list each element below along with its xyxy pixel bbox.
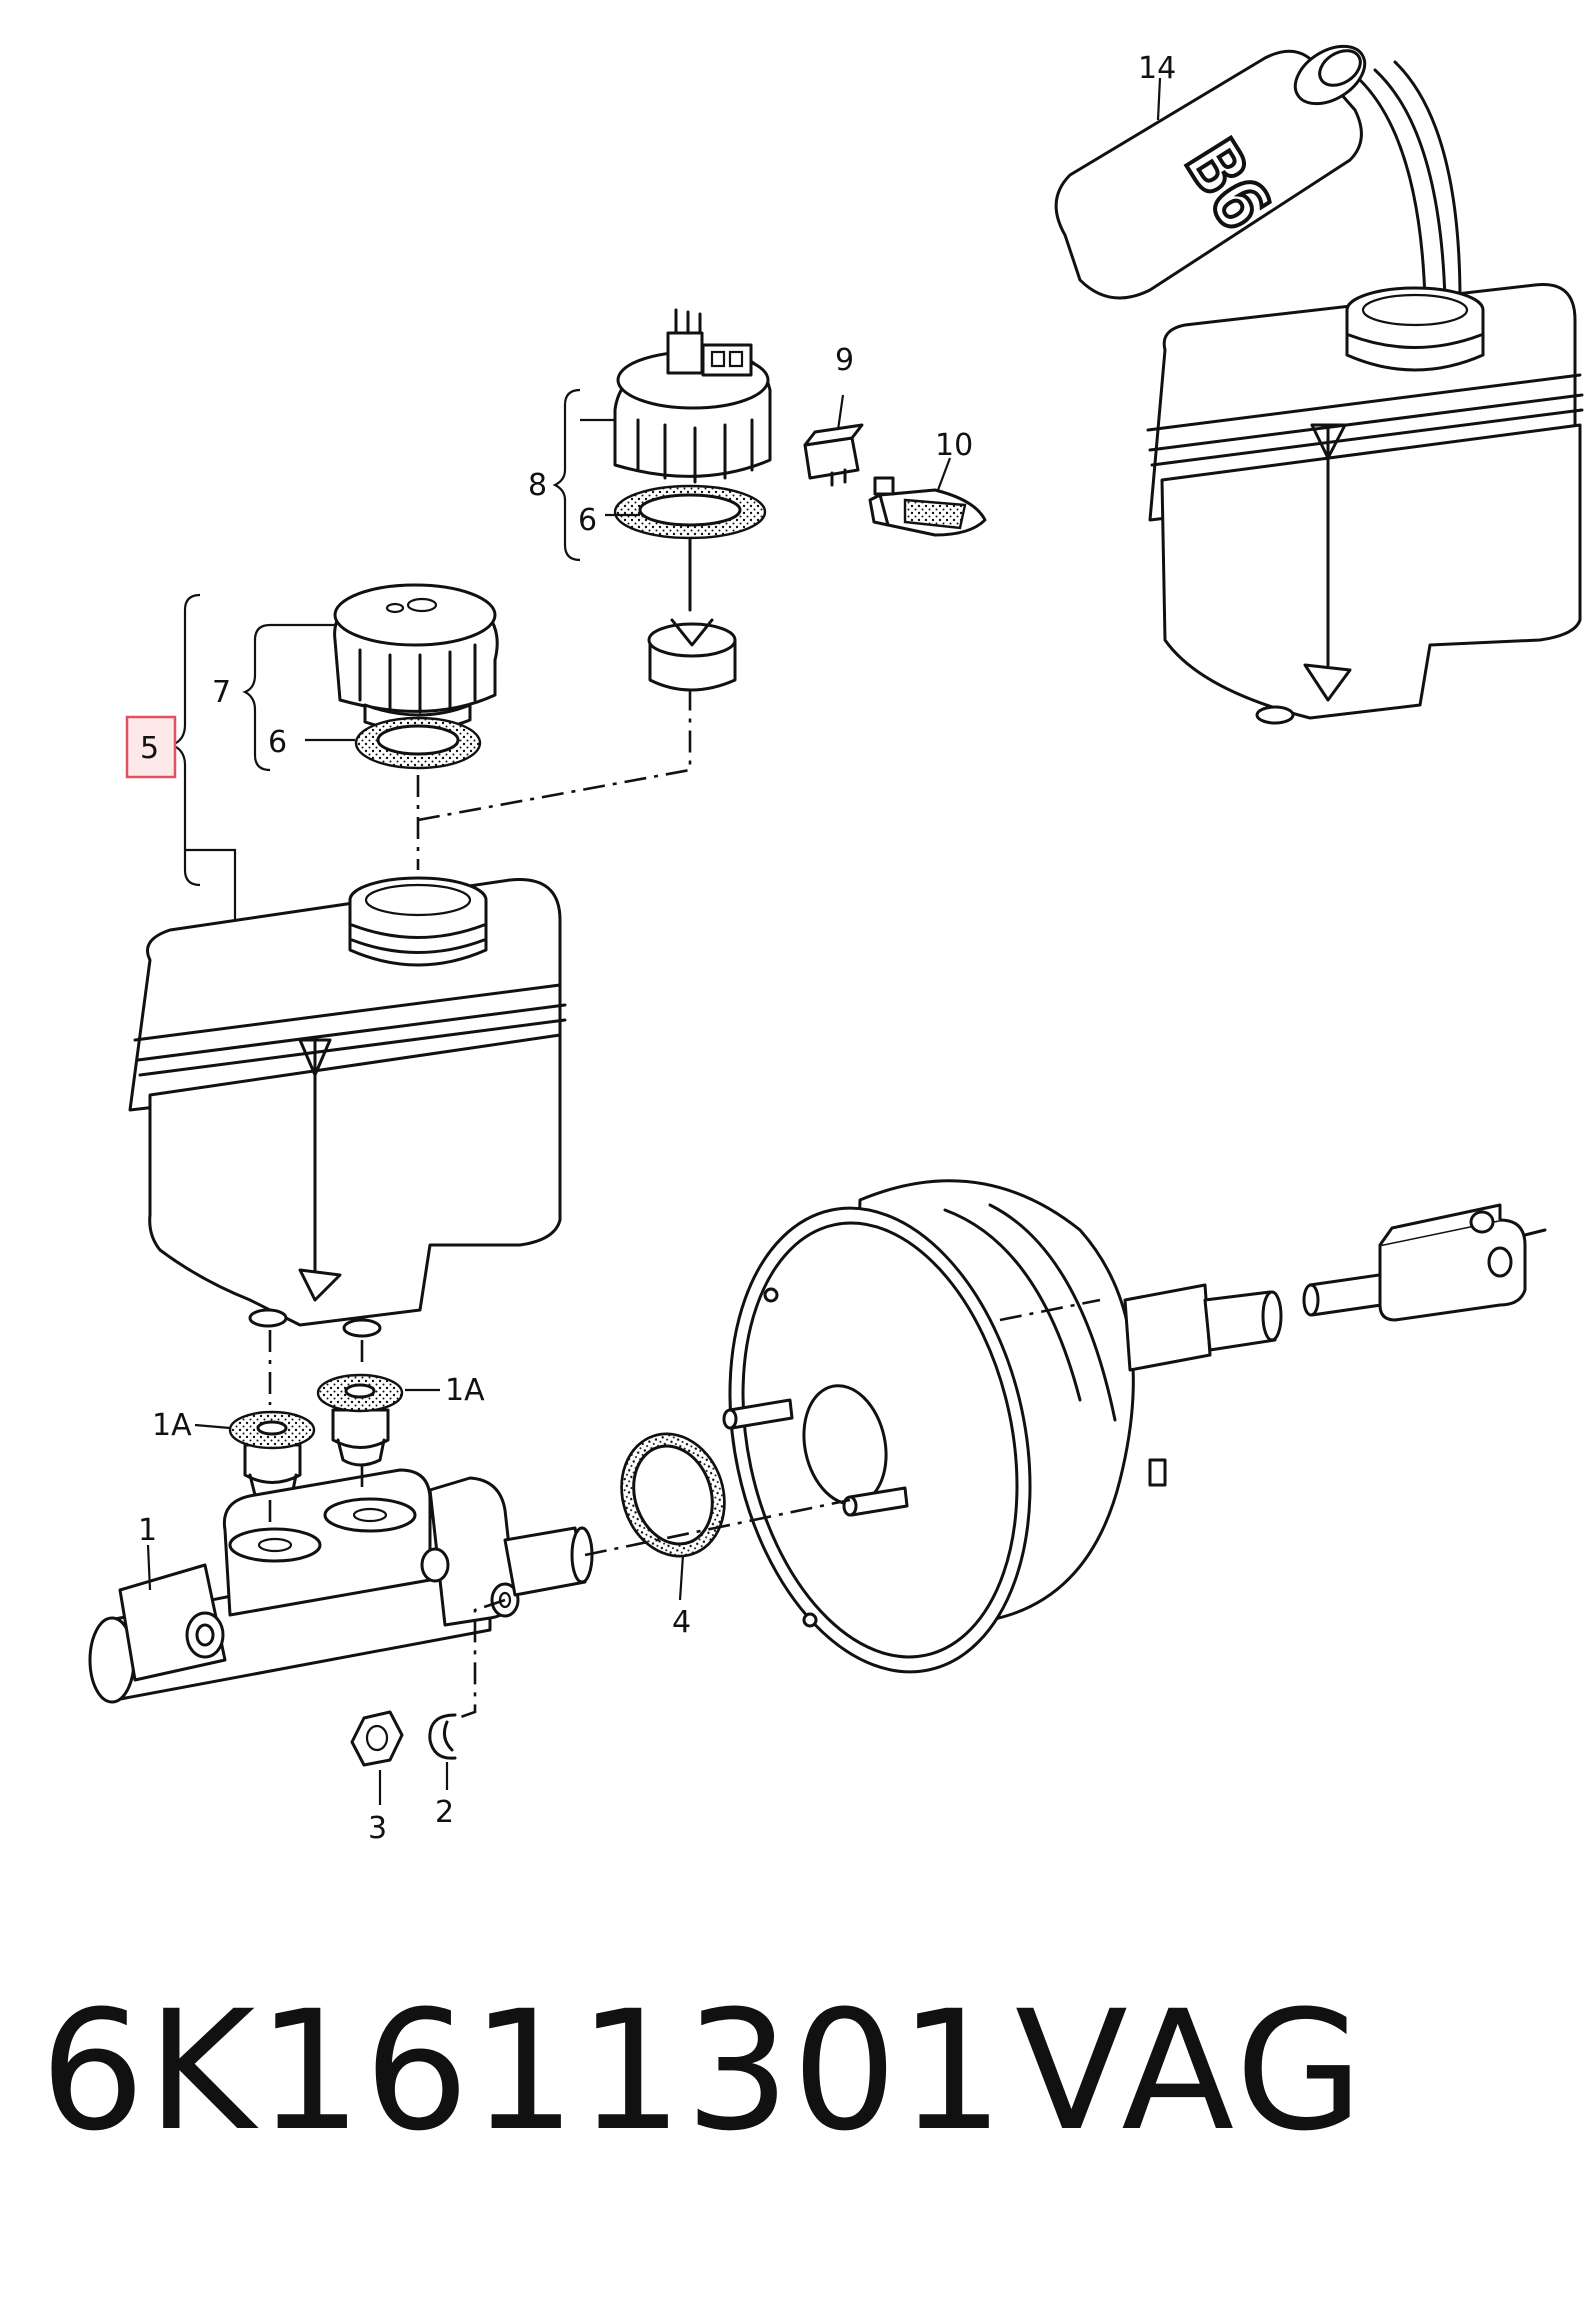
callout-1: 1 xyxy=(138,1513,157,1548)
brand-name: VAG xyxy=(1015,1975,1368,2167)
callout-7: 7 xyxy=(212,675,231,710)
sensor-seal-gasket xyxy=(613,484,767,540)
callout-1a-right: 1A xyxy=(445,1373,485,1408)
reservoir-cap xyxy=(333,583,499,733)
hex-nut xyxy=(350,1710,404,1767)
brake-fluid-reservoir xyxy=(128,876,567,1338)
callout-2: 2 xyxy=(435,1795,454,1830)
assembly-lines xyxy=(268,690,1101,1720)
callout-14: 14 xyxy=(1138,51,1176,86)
cap-seal-gasket xyxy=(354,716,482,770)
callout-10: 10 xyxy=(935,428,973,463)
callout-4: 4 xyxy=(672,1605,691,1640)
level-sensor-cap xyxy=(613,308,772,484)
callout-8: 8 xyxy=(528,468,547,503)
callout-leaders xyxy=(146,77,1162,1805)
part-number: 6K1611301 xyxy=(40,1975,1007,2167)
callout-3: 3 xyxy=(368,1811,387,1846)
callout-9: 9 xyxy=(835,343,854,378)
brake-fluid-bottle: B6 xyxy=(1054,44,1462,302)
connector-housing xyxy=(803,423,864,487)
o-ring-seal xyxy=(620,1432,726,1558)
callout-1a-left: 1A xyxy=(152,1408,192,1443)
connector-terminal xyxy=(868,476,987,537)
reservoir-refill-view xyxy=(1146,282,1584,725)
callout-6-lower: 6 xyxy=(268,725,287,760)
grommet-right xyxy=(316,1373,404,1467)
callout-6-upper: 6 xyxy=(578,503,597,538)
callout-highlight-5 xyxy=(125,715,177,779)
brake-master-cylinder xyxy=(88,1468,594,1704)
retaining-clip xyxy=(428,1713,457,1760)
brake-booster xyxy=(722,1179,1547,1674)
float xyxy=(647,538,737,692)
callout-5: 5 xyxy=(140,731,159,766)
